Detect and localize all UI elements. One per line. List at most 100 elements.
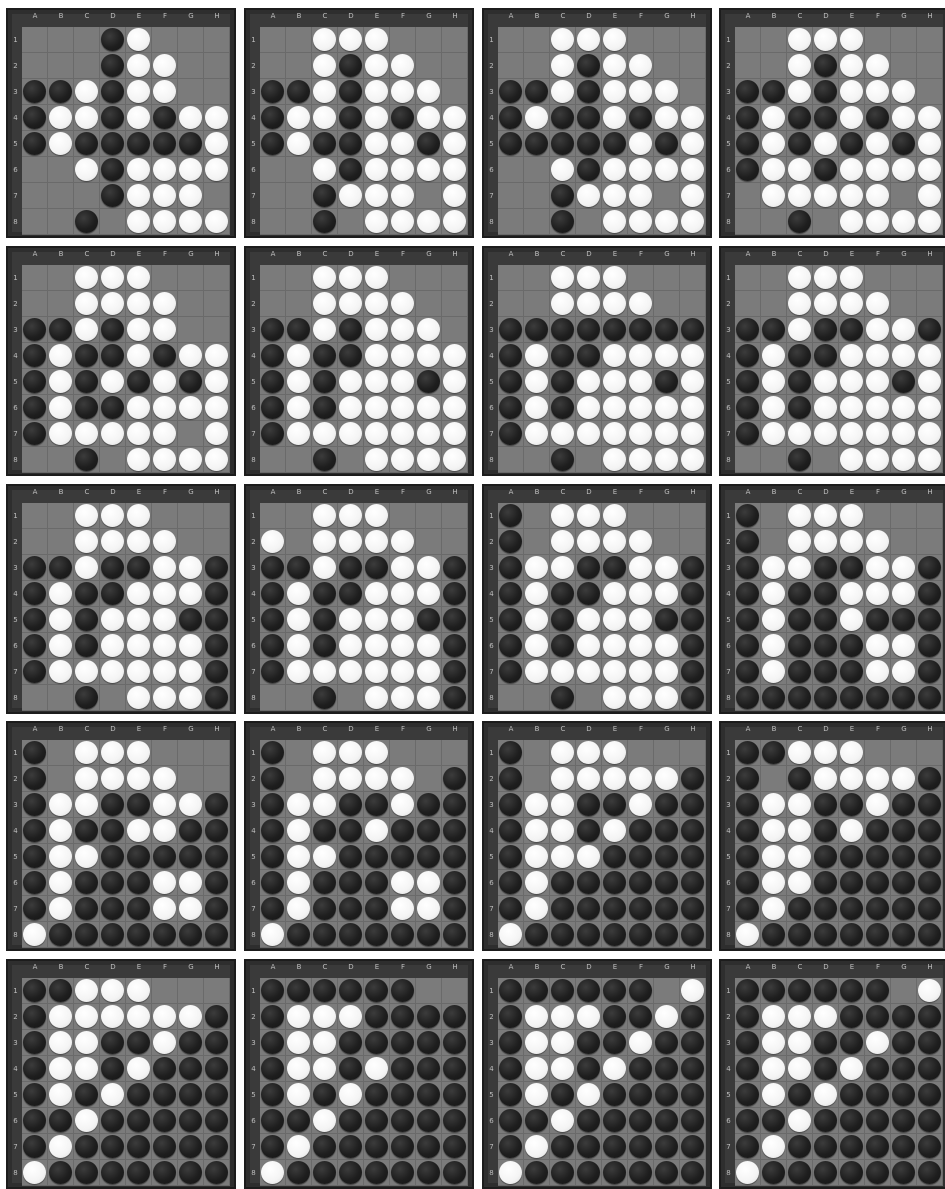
board-cell bbox=[654, 555, 680, 581]
board-cell bbox=[787, 1160, 813, 1186]
board-cell bbox=[680, 740, 706, 766]
board-cell bbox=[680, 922, 706, 948]
white-disc bbox=[417, 582, 440, 605]
black-disc bbox=[205, 1083, 228, 1106]
board-cell bbox=[735, 421, 761, 447]
board-cell bbox=[48, 79, 74, 105]
board-cell bbox=[100, 766, 126, 792]
white-disc bbox=[525, 1057, 548, 1080]
board-cell bbox=[286, 183, 312, 209]
black-disc bbox=[75, 1161, 98, 1184]
white-disc bbox=[153, 530, 176, 553]
board-cell bbox=[917, 818, 943, 844]
board-field bbox=[735, 740, 943, 948]
board-cell bbox=[152, 818, 178, 844]
black-disc bbox=[205, 871, 228, 894]
board-cell bbox=[787, 343, 813, 369]
black-disc bbox=[918, 819, 941, 842]
black-disc bbox=[681, 1057, 704, 1080]
white-disc bbox=[339, 504, 362, 527]
black-disc bbox=[339, 132, 362, 155]
board-cell bbox=[787, 1030, 813, 1056]
black-disc bbox=[788, 396, 811, 419]
board-cell bbox=[891, 53, 917, 79]
board-cell bbox=[178, 607, 204, 633]
white-disc bbox=[788, 741, 811, 764]
black-disc bbox=[551, 184, 574, 207]
row-label: 7 bbox=[10, 421, 21, 447]
board-cell bbox=[48, 421, 74, 447]
board-cell bbox=[839, 870, 865, 896]
column-label: B bbox=[524, 248, 550, 260]
board-cell bbox=[338, 1004, 364, 1030]
white-disc bbox=[391, 54, 414, 77]
board-cell bbox=[602, 1004, 628, 1030]
column-label: F bbox=[152, 486, 178, 498]
black-disc bbox=[23, 556, 46, 579]
white-disc bbox=[153, 422, 176, 445]
white-disc bbox=[866, 530, 889, 553]
board-field bbox=[260, 27, 468, 235]
white-disc bbox=[840, 266, 863, 289]
board-cell bbox=[126, 27, 152, 53]
board-cell bbox=[787, 1108, 813, 1134]
column-label: C bbox=[312, 961, 338, 973]
column-label: H bbox=[917, 248, 943, 260]
board-cell bbox=[100, 79, 126, 105]
white-disc bbox=[918, 106, 941, 129]
board-cell bbox=[338, 844, 364, 870]
board-cell bbox=[178, 740, 204, 766]
board-cell bbox=[602, 633, 628, 659]
board-cell bbox=[524, 740, 550, 766]
column-label: C bbox=[74, 10, 100, 22]
white-disc bbox=[339, 1083, 362, 1106]
column-label: F bbox=[865, 248, 891, 260]
board-cell bbox=[498, 581, 524, 607]
board-cell bbox=[22, 555, 48, 581]
white-disc bbox=[655, 556, 678, 579]
black-disc bbox=[814, 608, 837, 631]
black-disc bbox=[762, 979, 785, 1002]
white-disc bbox=[365, 448, 388, 471]
column-label: E bbox=[364, 10, 390, 22]
row-label: 1 bbox=[248, 503, 259, 529]
white-disc bbox=[391, 871, 414, 894]
board-cell bbox=[338, 818, 364, 844]
black-disc bbox=[551, 582, 574, 605]
black-disc bbox=[179, 1057, 202, 1080]
black-disc bbox=[866, 686, 889, 709]
black-disc bbox=[892, 1161, 915, 1184]
row-label: 5 bbox=[248, 607, 259, 633]
black-disc bbox=[577, 344, 600, 367]
board-cell bbox=[416, 896, 442, 922]
column-label: A bbox=[735, 10, 761, 22]
black-disc bbox=[205, 582, 228, 605]
black-disc bbox=[261, 422, 284, 445]
white-disc bbox=[603, 266, 626, 289]
black-disc bbox=[101, 1057, 124, 1080]
board-cell bbox=[152, 740, 178, 766]
black-disc bbox=[75, 871, 98, 894]
black-disc bbox=[417, 819, 440, 842]
board-cell bbox=[787, 395, 813, 421]
board-cell bbox=[576, 818, 602, 844]
black-disc bbox=[736, 80, 759, 103]
black-disc bbox=[655, 923, 678, 946]
board-cell bbox=[761, 1004, 787, 1030]
board-cell bbox=[813, 607, 839, 633]
board-cell bbox=[865, 659, 891, 685]
white-disc bbox=[762, 556, 785, 579]
board-cell bbox=[576, 395, 602, 421]
white-disc bbox=[892, 556, 915, 579]
board-cell bbox=[891, 1030, 917, 1056]
board-cell bbox=[442, 659, 468, 685]
white-disc bbox=[287, 370, 310, 393]
row-label: 4 bbox=[486, 105, 497, 131]
board-cell bbox=[865, 447, 891, 473]
white-disc bbox=[365, 80, 388, 103]
black-disc bbox=[814, 80, 837, 103]
black-disc bbox=[365, 556, 388, 579]
board-cell bbox=[286, 1082, 312, 1108]
